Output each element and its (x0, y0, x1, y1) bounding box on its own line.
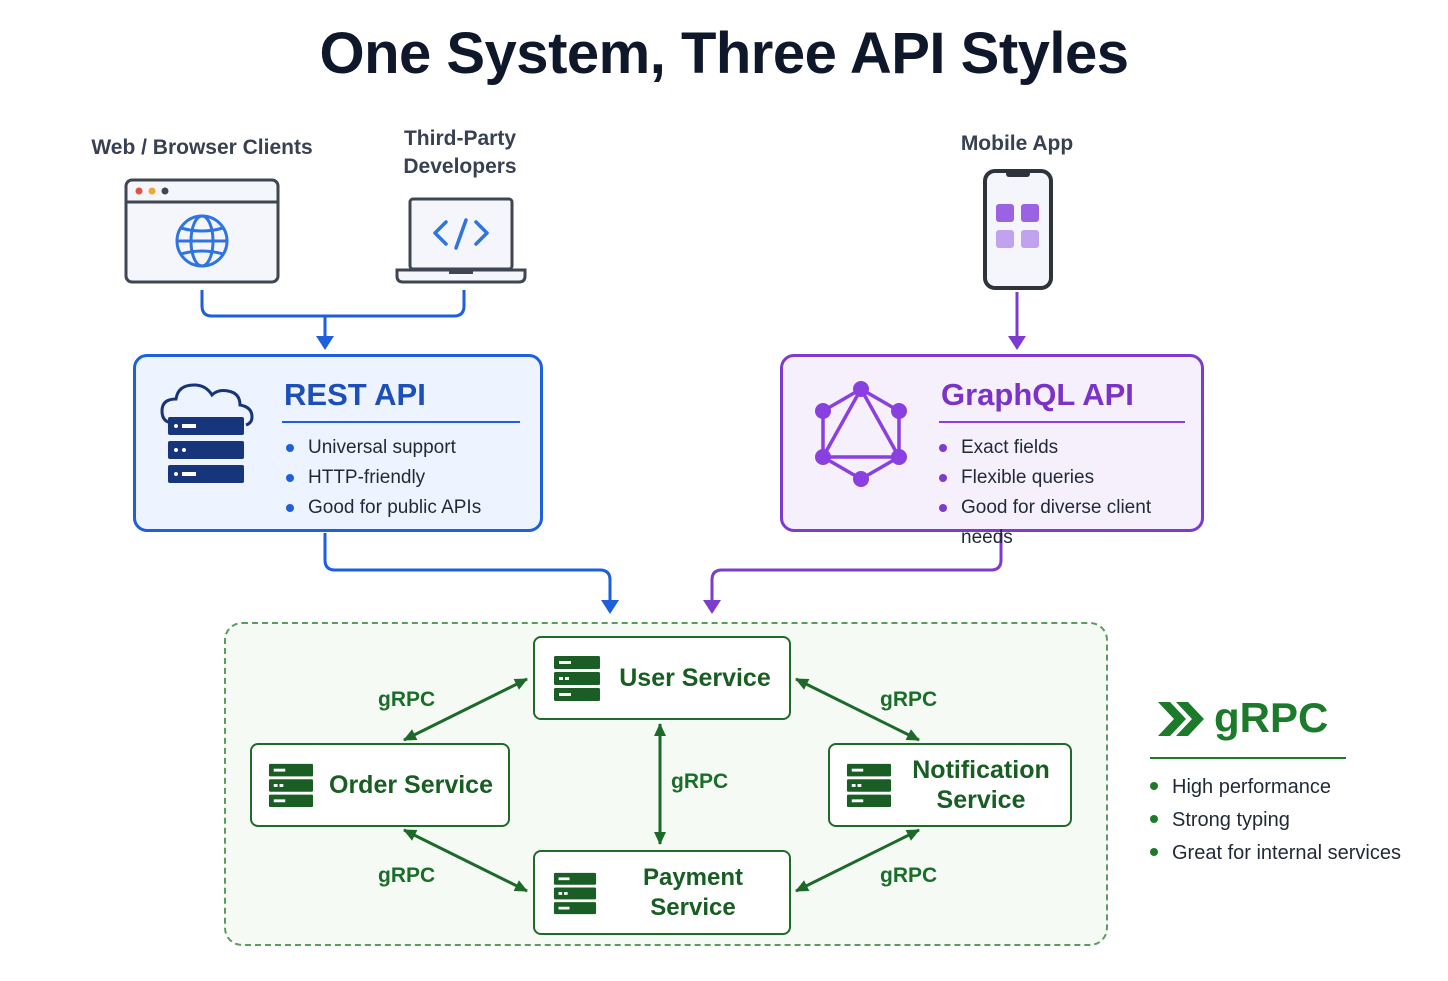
graphql-api-box: GraphQL API Exact fields Flexible querie… (780, 354, 1204, 548)
mobile-app-label: Mobile App (960, 132, 1074, 155)
graphql-api-title: GraphQL API (941, 377, 1134, 412)
rest-bullet: Good for public APIs (286, 493, 481, 523)
graphql-logo-icon (815, 381, 907, 487)
rest-bullet: HTTP-friendly (286, 463, 481, 493)
grpc-bullet: Great for internal services (1150, 837, 1401, 870)
graphql-bullet-list: Exact fields Flexible queries Good for d… (939, 433, 1201, 548)
third-party-developers-label: Third-Party Developers (403, 127, 517, 178)
user-notification-edge (795, 677, 920, 742)
rest-bullet-list: Universal support HTTP-friendly Good for… (286, 433, 481, 523)
order-payment-edge (403, 828, 528, 893)
graphql-bullet: Good for diverse client needs (939, 493, 1201, 548)
grpc-edge-label: gRPC (880, 688, 938, 711)
web-to-rest-line (200, 290, 466, 318)
double-chevron-icon (1158, 702, 1204, 736)
graphql-to-cluster-line (710, 533, 1003, 602)
user-service-box: User Service (533, 636, 791, 720)
order-service-label: Order Service (329, 771, 493, 799)
rest-arrowhead-cluster (601, 600, 619, 614)
grpc-edge-label: gRPC (378, 688, 436, 711)
rest-api-title: REST API (284, 377, 426, 412)
grpc-edge-label: gRPC (378, 864, 436, 887)
server-icon (554, 656, 600, 701)
graphql-bullet: Flexible queries (939, 463, 1201, 493)
mobile-phone-icon (983, 169, 1053, 290)
server-icon (553, 872, 597, 914)
web-clients-label: Web / Browser Clients (91, 136, 313, 159)
grpc-bullet: Strong typing (1150, 804, 1401, 837)
grpc-bullet-list: High performance Strong typing Great for… (1150, 771, 1401, 870)
cloud-server-icon (160, 383, 254, 483)
rest-api-box: REST API Universal support HTTP-friendly… (133, 354, 543, 532)
grpc-bullet: High performance (1150, 771, 1401, 804)
graphql-title-divider (939, 421, 1185, 423)
page-title: One System, Three API Styles (319, 21, 1129, 86)
rest-to-cluster-line (323, 533, 612, 602)
rest-title-divider (282, 421, 520, 423)
graphql-bullet: Exact fields (939, 433, 1201, 463)
server-icon (268, 763, 314, 808)
rest-bullet: Universal support (286, 433, 481, 463)
grpc-edge-label: gRPC (671, 770, 729, 793)
server-icon (846, 763, 892, 808)
notification-payment-edge (795, 828, 920, 893)
payment-service-label: Payment Service (642, 863, 744, 921)
notification-service-label: Notification Service (912, 756, 1050, 814)
laptop-code-icon (395, 197, 527, 284)
grpc-legend-title: gRPC (1214, 694, 1329, 741)
user-service-label: User Service (619, 664, 771, 692)
browser-window-icon (124, 178, 280, 284)
user-order-edge (403, 677, 528, 742)
grpc-edge-label: gRPC (880, 864, 938, 887)
graphql-arrowhead-cluster (703, 600, 721, 614)
rest-arrowhead-top (316, 336, 334, 350)
graphql-arrowhead-top (1008, 336, 1026, 350)
grpc-legend-divider (1150, 757, 1346, 759)
order-service-box: Order Service (250, 743, 510, 827)
payment-service-box: Payment Service (533, 850, 791, 935)
notification-service-box: Notification Service (828, 743, 1072, 827)
